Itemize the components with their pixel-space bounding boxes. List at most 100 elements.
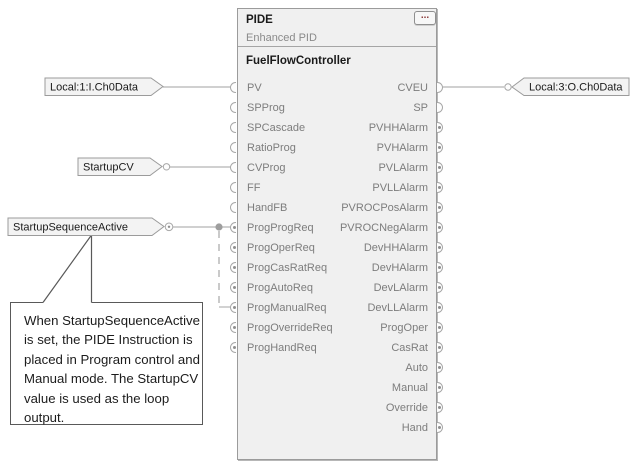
pin-override[interactable] <box>437 401 443 413</box>
tag-shape <box>7 217 165 236</box>
bool-pin-dot <box>437 165 441 169</box>
annotation-line: value is used as the loop <box>24 390 170 406</box>
tag-connector-circle <box>162 163 171 171</box>
properties-ellipsis-button[interactable]: ... <box>414 11 436 25</box>
param-progprogreq: ProgProgReq <box>247 222 314 234</box>
param-override: Override <box>385 402 428 414</box>
block-subtitle: Enhanced PID <box>246 32 317 44</box>
tag-shape <box>77 157 163 176</box>
param-progoverridereq: ProgOverrideReq <box>247 322 333 334</box>
wire-junction-dot <box>215 223 223 231</box>
bool-pin-dot <box>232 225 236 229</box>
pin-ff[interactable] <box>230 181 236 193</box>
param-handfb: HandFB <box>247 202 288 214</box>
pin-pvllalarm[interactable] <box>437 181 443 193</box>
pin-devhhalarm[interactable] <box>437 241 443 253</box>
pide-block[interactable]: PIDE ... Enhanced PID FuelFlowController… <box>237 8 437 460</box>
param-devhhalarm: DevHHAlarm <box>363 242 428 254</box>
block-title: PIDE <box>246 14 273 26</box>
param-progoperreq: ProgOperReq <box>247 242 315 254</box>
param-progautoreq: ProgAutoReq <box>247 282 314 294</box>
bool-pin-dot <box>437 285 441 289</box>
pin-devlalarm[interactable] <box>437 281 443 293</box>
pin-spprog[interactable] <box>230 101 236 113</box>
param-sp: SP <box>413 102 428 114</box>
pin-progmanualreq[interactable] <box>230 301 236 313</box>
pin-manual[interactable] <box>437 381 443 393</box>
bool-pin-dot <box>437 145 441 149</box>
param-ratioprog: RatioProg <box>247 142 296 154</box>
pin-progoverridereq[interactable] <box>230 321 236 333</box>
param-proghandreq: ProgHandReq <box>247 342 317 354</box>
pin-progoperreq[interactable] <box>230 241 236 253</box>
header-divider <box>238 46 436 47</box>
pin-sp[interactable] <box>437 101 443 113</box>
pin-devhalarm[interactable] <box>437 261 443 273</box>
pin-pvhalarm[interactable] <box>437 141 443 153</box>
bool-pin-dot <box>437 305 441 309</box>
param-progcasratreq: ProgCasRatReq <box>247 262 328 274</box>
tag-connector-dot <box>167 225 171 228</box>
param-spprog: SPProg <box>247 102 285 114</box>
pin-progprogreq[interactable] <box>230 221 236 233</box>
param-auto: Auto <box>405 362 428 374</box>
bool-pin-dot <box>437 405 441 409</box>
pin-pvhhalarm[interactable] <box>437 121 443 133</box>
tag-cvprog-source[interactable]: StartupCV <box>77 157 177 177</box>
param-manual: Manual <box>391 382 428 394</box>
pin-proghandreq[interactable] <box>230 341 236 353</box>
param-pvhhalarm: PVHHAlarm <box>368 122 428 134</box>
param-spcascade: SPCascade <box>247 122 306 134</box>
pin-cveu[interactable] <box>437 81 443 93</box>
annotation-line: placed in Program control and <box>24 351 200 367</box>
param-pvhalarm: PVHAlarm <box>376 142 428 154</box>
param-devllalarm: DevLLAlarm <box>367 302 428 314</box>
annotation-pointer <box>42 233 93 303</box>
param-ff: FF <box>247 182 261 194</box>
pin-casrat[interactable] <box>437 341 443 353</box>
pin-handfb[interactable] <box>230 201 236 213</box>
tag-cveu-dest[interactable]: Local:3:O.Ch0Data <box>500 77 634 97</box>
bool-pin-dot <box>437 205 441 209</box>
pin-progcasratreq[interactable] <box>230 261 236 273</box>
param-progoper: ProgOper <box>380 322 428 334</box>
annotation-line: output. <box>24 410 65 426</box>
pin-cvprog[interactable] <box>230 161 236 173</box>
tag-pv-source[interactable]: Local:1:I.Ch0Data <box>44 77 174 97</box>
pin-progautoreq[interactable] <box>230 281 236 293</box>
tag-progreq-source[interactable]: StartupSequenceActive <box>7 217 179 237</box>
bool-pin-dot <box>232 245 236 249</box>
bool-pin-dot <box>437 325 441 329</box>
pin-pv[interactable] <box>230 81 236 93</box>
param-pvrocposalarm: PVROCPosAlarm <box>341 202 428 214</box>
param-pvrocnegalarm: PVROCNegAlarm <box>339 222 428 234</box>
bool-pin-dot <box>437 265 441 269</box>
instruction-tag-name[interactable]: FuelFlowController <box>246 55 351 67</box>
pin-auto[interactable] <box>437 361 443 373</box>
bool-pin-dot <box>437 245 441 249</box>
param-devlalarm: DevLAlarm <box>373 282 428 294</box>
pin-pvrocnegalarm[interactable] <box>437 221 443 233</box>
tag-label: StartupSequenceActive <box>13 222 128 234</box>
pin-devllalarm[interactable] <box>437 301 443 313</box>
pin-ratioprog[interactable] <box>230 141 236 153</box>
pin-spcascade[interactable] <box>230 121 236 133</box>
pin-hand[interactable] <box>437 421 443 433</box>
bool-pin-dot <box>437 125 441 129</box>
bool-pin-dot <box>437 425 441 429</box>
annotation-line: Manual mode. The StartupCV <box>24 371 199 387</box>
annotation-line: is set, the PIDE Instruction is <box>24 332 193 348</box>
pin-pvlalarm[interactable] <box>437 161 443 173</box>
param-casrat: CasRat <box>391 342 428 354</box>
param-cveu: CVEU <box>397 82 428 94</box>
tag-label: Local:1:I.Ch0Data <box>50 82 139 94</box>
param-pvlalarm: PVLAlarm <box>378 162 428 174</box>
bool-pin-dot <box>232 285 236 289</box>
bool-pin-dot <box>232 265 236 269</box>
tag-shape <box>511 77 630 96</box>
bool-pin-dot <box>437 225 441 229</box>
pin-progoper[interactable] <box>437 321 443 333</box>
pin-pvrocposalarm[interactable] <box>437 201 443 213</box>
